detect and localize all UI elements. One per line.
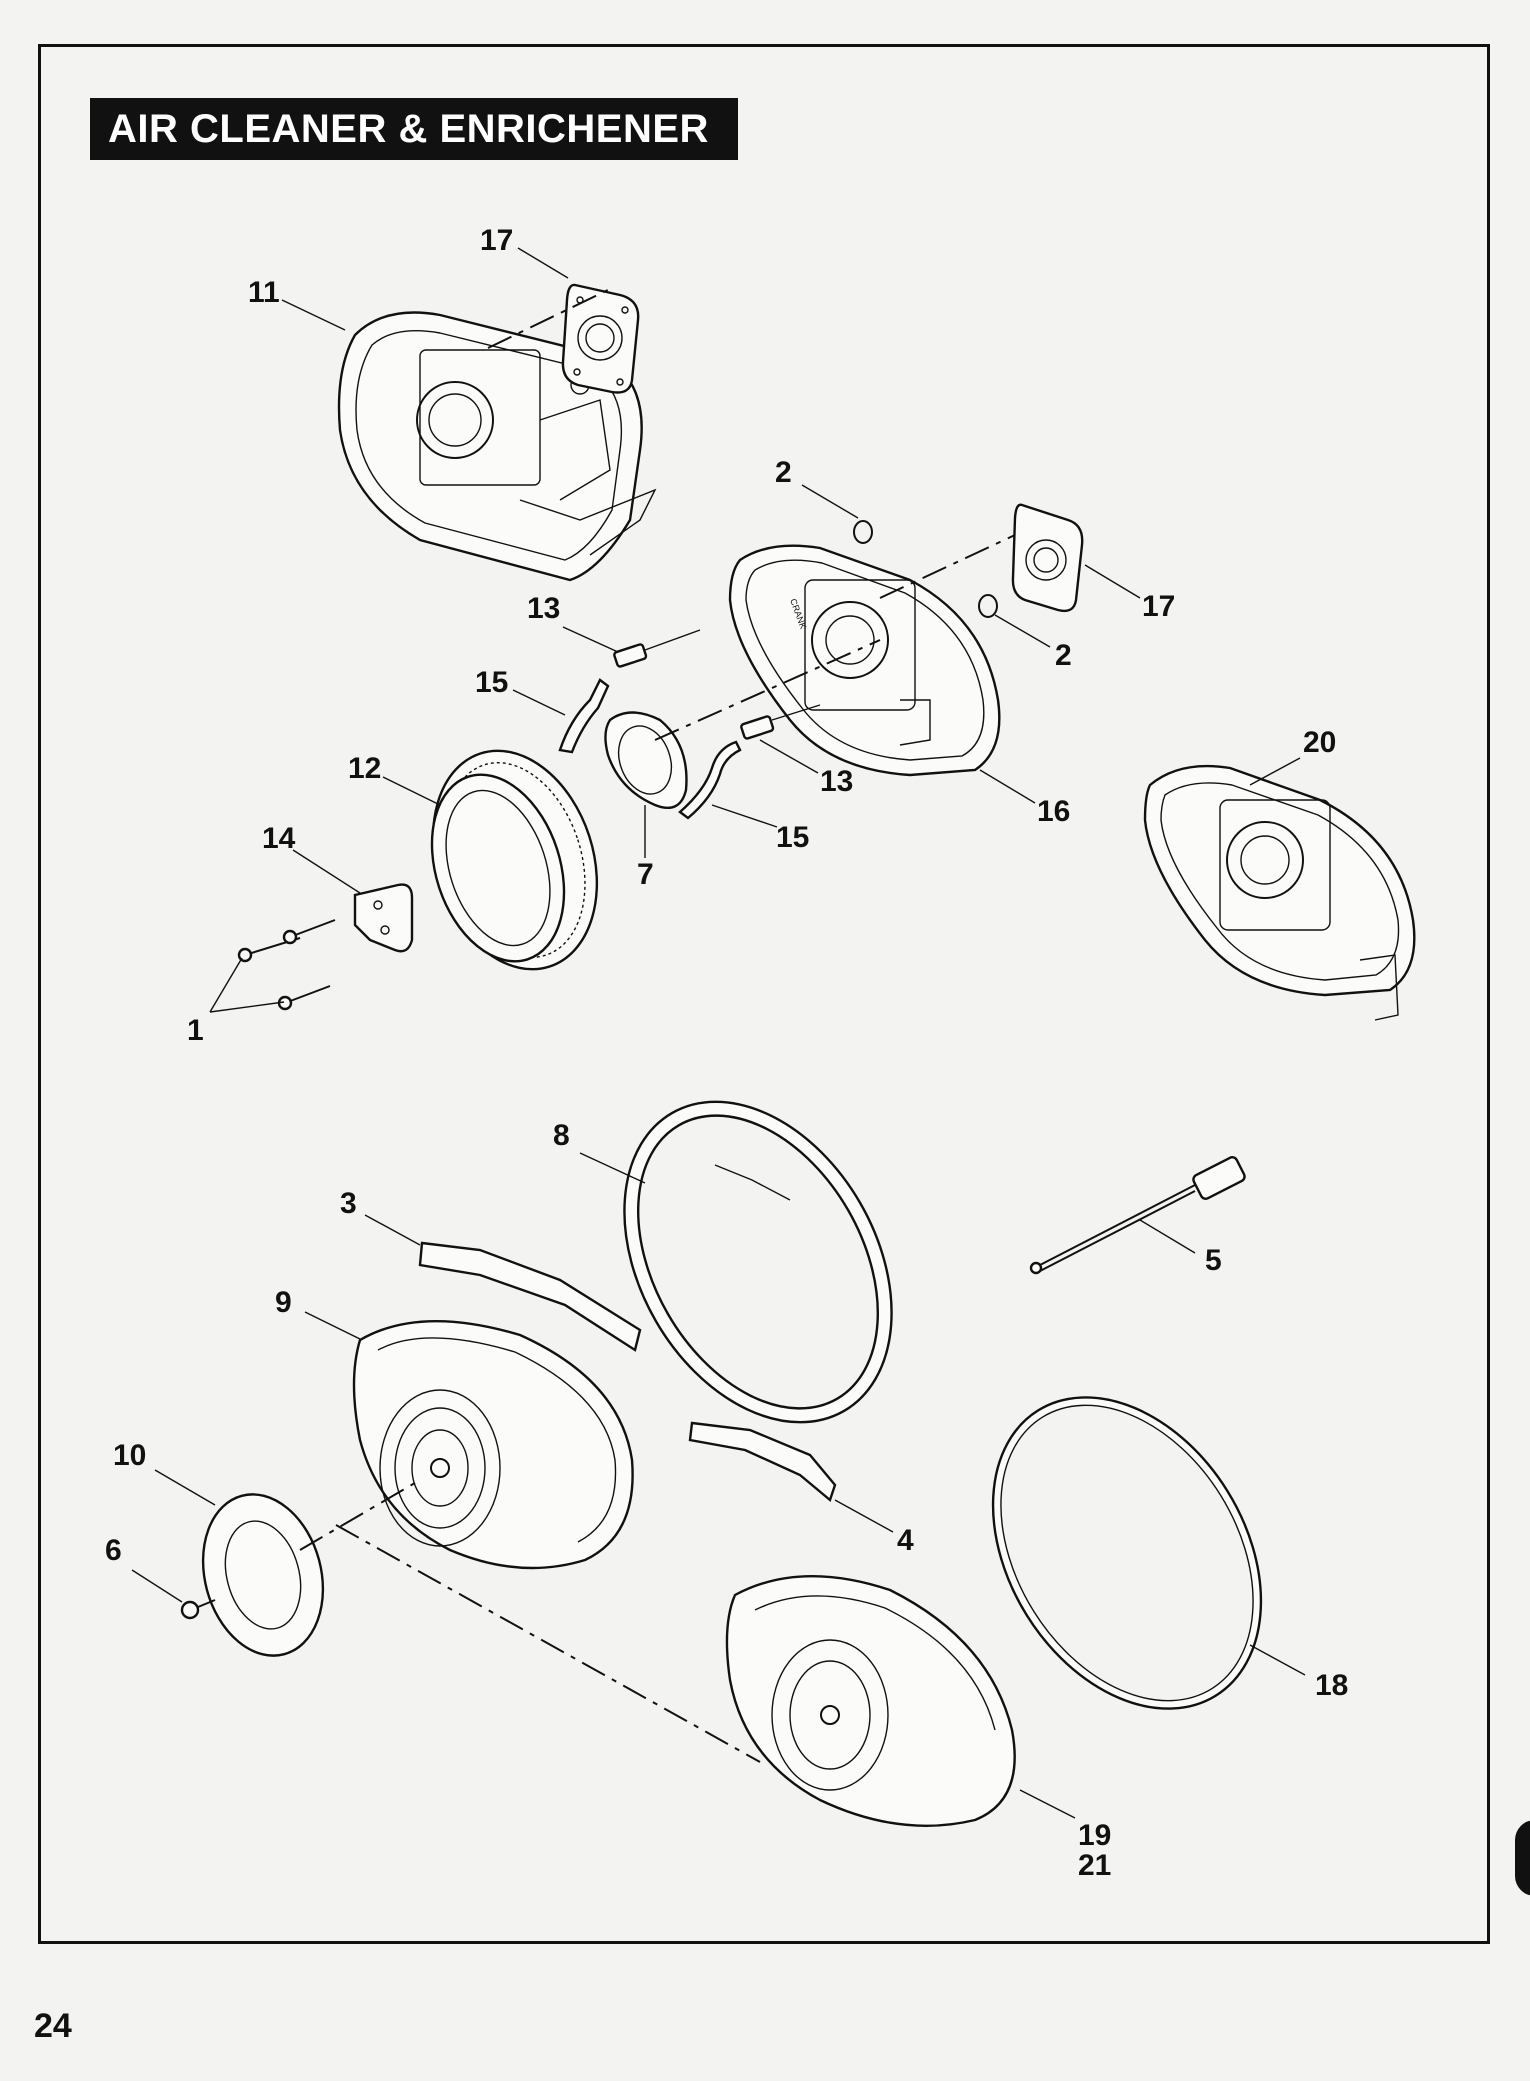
callout-14: 14 (262, 822, 296, 855)
o-ring-part-2-upper (853, 520, 873, 544)
backplate-part-20 (1143, 764, 1416, 1021)
callout-12: 12 (348, 752, 381, 785)
air-cleaner-cover-part-19-21 (725, 1574, 1016, 1827)
screws-part-1 (237, 919, 336, 1011)
breather-hose-part-15-right (678, 740, 742, 820)
callout-11: 11 (248, 276, 280, 309)
callout-2: 2 (775, 456, 792, 489)
breather-bolt-part-13-lower (740, 704, 821, 740)
bracket-part-14 (353, 883, 414, 953)
breather-hose-part-15-left (558, 678, 610, 754)
callout-5: 5 (1205, 1244, 1222, 1277)
callout-17: 17 (480, 224, 513, 257)
callout-3: 3 (340, 1187, 357, 1220)
callout-18: 18 (1315, 1669, 1348, 1702)
air-cleaner-cover-part-9 (352, 1320, 634, 1570)
screw-part-6 (180, 1599, 216, 1620)
filter-element-part-12 (430, 749, 599, 971)
seal-strip-part-3 (418, 1241, 642, 1352)
assembly-line (654, 639, 881, 741)
assembly-line (879, 534, 1016, 599)
page-number: 24 (34, 2007, 72, 2045)
callout-8: 8 (553, 1119, 570, 1152)
backplate-part-11 (337, 311, 657, 582)
callout-10: 10 (113, 1439, 146, 1472)
callout-13: 13 (820, 765, 853, 798)
gasket-part-17-right (1011, 503, 1084, 613)
callout-4: 4 (897, 1524, 914, 1557)
callout-15: 15 (475, 666, 508, 699)
callout-16: 16 (1037, 795, 1070, 828)
seal-ring-part-18 (991, 1396, 1263, 1710)
gasket-part-7 (604, 711, 688, 810)
callout-13: 13 (527, 592, 560, 625)
section-tab-marker (1515, 1820, 1530, 1896)
section-title: AIR CLEANER & ENRICHENER (90, 98, 738, 160)
o-ring-part-2-lower (978, 594, 998, 618)
callout-2: 2 (1055, 639, 1072, 672)
trim-ring-part-8 (623, 1100, 893, 1424)
callout-9: 9 (275, 1286, 292, 1319)
backplate-part-16: CRANK (728, 544, 1001, 777)
assembly-line (487, 287, 613, 349)
callout-19: 19 (1078, 1819, 1111, 1852)
callout-21: 21 (1078, 1849, 1111, 1882)
callout-labels: 17 11 2 13 17 2 15 20 12 13 16 14 15 7 1… (105, 224, 1348, 1882)
diagram-frame (38, 44, 1490, 1944)
callout-17: 17 (1142, 590, 1175, 623)
callout-7: 7 (637, 858, 654, 891)
assembly-line (299, 1479, 421, 1551)
seal-strip-part-4 (688, 1421, 837, 1503)
gasket-part-17-top (561, 283, 640, 394)
callout-1: 1 (187, 1014, 204, 1047)
callout-15: 15 (776, 821, 809, 854)
callout-20: 20 (1303, 726, 1336, 759)
enrichener-cable-part-5 (1029, 1156, 1246, 1275)
medallion-plate-part-10 (201, 1493, 325, 1657)
breather-bolt-part-13-upper (613, 629, 701, 668)
callout-6: 6 (105, 1534, 122, 1567)
assembly-line (335, 1524, 761, 1763)
leader-lines (131, 247, 1306, 1819)
